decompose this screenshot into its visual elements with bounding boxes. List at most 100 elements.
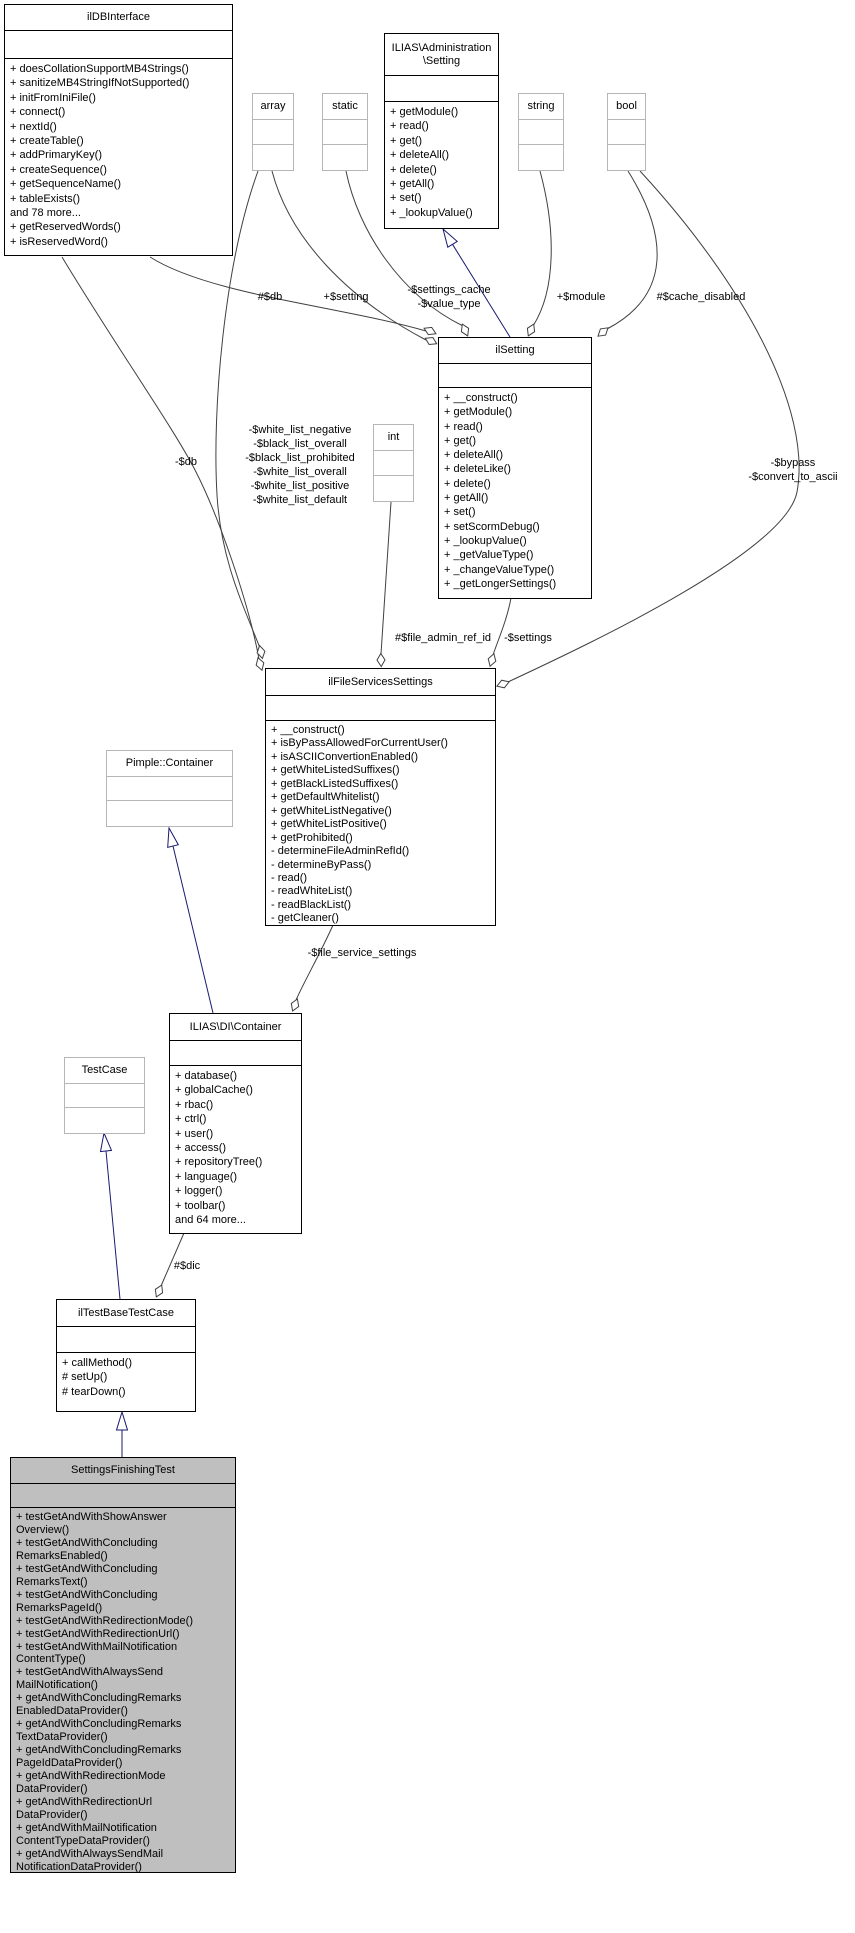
- method-row: + get(): [390, 134, 423, 147]
- method-row: - determineFileAdminRefId(): [271, 845, 410, 858]
- method-row: + toolbar(): [175, 1199, 226, 1212]
- class-box-ilDBInterface[interactable]: ilDBInterface+ doesCollationSupportMB4St…: [4, 4, 233, 256]
- edge-label-setting: +$setting: [323, 291, 369, 303]
- method-row: + testGetAndWithAlwaysSend MailNotificat…: [16, 1666, 164, 1692]
- class-box-int[interactable]: int: [373, 424, 414, 502]
- class-box-ilSetting[interactable]: ilSetting+ __construct()+ getModule()+ r…: [438, 337, 592, 599]
- method-row: + deleteAll(): [444, 449, 504, 462]
- edge-label-dic: #$dic: [173, 1260, 201, 1272]
- edge-label-white-lists: -$white_list_negative -$black_list_overa…: [245, 424, 355, 506]
- class-box-static[interactable]: static: [322, 93, 368, 171]
- method-row: + createSequence(): [10, 163, 107, 176]
- method-row: + __construct(): [271, 724, 345, 736]
- method-row: - determineByPass(): [271, 858, 372, 871]
- edge-dic-to-testbase: [160, 1232, 185, 1287]
- aggregation-diamond: [376, 652, 386, 668]
- method-row: + access(): [175, 1142, 227, 1155]
- method-row: + read(): [444, 420, 483, 433]
- class-box-SettingsFinishingTest[interactable]: SettingsFinishingTest+ testGetAndWithSho…: [10, 1457, 236, 1873]
- method-row: + deleteAll(): [390, 149, 450, 162]
- method-row: + getWhiteListPositive(): [271, 818, 387, 831]
- edge-db-to-ilsetting: [149, 256, 427, 332]
- method-row: + testGetAndWithConcluding RemarksPageId…: [16, 1588, 158, 1614]
- edge-label-module: +$module: [556, 291, 606, 303]
- method-row: + deleteLike(): [444, 463, 511, 476]
- empty-compartment: [374, 451, 413, 476]
- method-row: + getModule(): [444, 406, 513, 419]
- edge-label-settings-cache: -$settings_cache -$value_type: [407, 284, 491, 310]
- methods-compartment: + callMethod()# setUp()# tearDown(): [57, 1353, 195, 1399]
- methods-compartment: + __construct()+ getModule()+ read()+ ge…: [439, 388, 591, 591]
- aggregation-diamond: [256, 644, 266, 660]
- methods-compartment: + database()+ globalCache()+ rbac()+ ctr…: [170, 1066, 301, 1227]
- inheritance-arrow: [442, 227, 459, 248]
- class-title: ilFileServicesSettings: [266, 669, 495, 696]
- method-row: + getAll(): [390, 178, 435, 191]
- aggregation-diamond: [154, 1284, 164, 1298]
- aggregation-diamond: [460, 323, 470, 337]
- edge-label-file-service-settings: -$file_service_settings: [307, 947, 417, 959]
- empty-compartment: [253, 120, 293, 145]
- inheritance-arrow: [167, 826, 180, 848]
- class-box-ILIAS_DI_Container[interactable]: ILIAS\DI\Container+ database()+ globalCa…: [169, 1013, 302, 1234]
- method-row: + language(): [175, 1170, 238, 1183]
- method-row: + isReservedWord(): [10, 235, 108, 248]
- class-title: TestCase: [65, 1058, 144, 1084]
- edge-fileservices-to-dicontainer: [295, 924, 334, 1001]
- aggregation-diamond: [496, 679, 510, 689]
- method-row: + getAndWithRedirectionMode DataProvider…: [16, 1770, 166, 1796]
- edge-label-db-fileservices: -$db: [174, 456, 198, 468]
- method-row: + testGetAndWithConcluding RemarksEnable…: [16, 1536, 158, 1562]
- method-row: + testGetAndWithRedirectionMode(): [16, 1614, 193, 1627]
- method-row: - readWhiteList(): [271, 885, 353, 898]
- method-row: + setScormDebug(): [444, 520, 540, 533]
- attributes-compartment: [439, 364, 591, 388]
- method-row: + callMethod(): [62, 1357, 133, 1369]
- method-row: + getModule(): [390, 106, 459, 118]
- class-title: string: [519, 94, 563, 120]
- method-row: + initFromIniFile(): [10, 91, 96, 104]
- method-row: + _getLongerSettings(): [444, 577, 557, 590]
- method-row: - readBlackList(): [271, 898, 352, 911]
- aggregation-diamond: [290, 998, 300, 1012]
- method-row: + _lookupValue(): [390, 206, 473, 219]
- aggregation-diamond: [255, 656, 265, 672]
- methods-compartment: + getModule() + read()+ get() + deleteAll(…: [385, 102, 498, 220]
- method-row: + rbac(): [175, 1098, 214, 1111]
- method-row: + _getValueType(): [444, 549, 534, 562]
- method-row: + database(): [175, 1070, 238, 1082]
- class-box-ILIAS_Administration_Setting[interactable]: ILIAS\Administration \Setting+ getModule…: [384, 33, 499, 229]
- method-row: + delete(): [444, 477, 491, 490]
- method-row: and 64 more...: [175, 1214, 246, 1227]
- attributes-compartment: [266, 696, 495, 721]
- method-row: + _lookupValue(): [444, 534, 527, 547]
- class-box-array[interactable]: array: [252, 93, 294, 171]
- method-row: + getReservedWords(): [10, 221, 121, 234]
- method-row: + testGetAndWithRedirectionUrl(): [16, 1627, 180, 1640]
- method-row: + get(): [444, 434, 477, 447]
- method-row: + getAll(): [444, 492, 489, 505]
- class-title: SettingsFinishingTest: [11, 1458, 235, 1484]
- class-box-Pimple_Container[interactable]: Pimple::Container: [106, 750, 233, 827]
- method-row: + getProhibited(): [271, 831, 353, 844]
- aggregation-diamond: [487, 652, 497, 668]
- method-row: + logger(): [175, 1185, 223, 1198]
- class-box-ilFileServicesSettings[interactable]: ilFileServicesSettings+ __construct()+ i…: [265, 668, 496, 926]
- attributes-compartment: [5, 31, 232, 59]
- edge-label-file-admin-ref-id: #$file_admin_ref_id: [394, 632, 492, 644]
- class-box-TestCase[interactable]: TestCase: [64, 1057, 145, 1134]
- class-box-ilTestBaseTestCase[interactable]: ilTestBaseTestCase+ callMethod()# setUp(…: [56, 1299, 196, 1412]
- class-title: int: [374, 425, 413, 451]
- method-row: + getWhiteListNegative(): [271, 804, 392, 817]
- method-row: + ctrl(): [175, 1113, 207, 1126]
- attributes-compartment: [385, 76, 498, 102]
- class-box-string[interactable]: string: [518, 93, 564, 171]
- class-box-bool[interactable]: bool: [607, 93, 646, 171]
- method-row: + connect(): [10, 106, 66, 119]
- edge-bypass-to-fileservices: [507, 170, 800, 683]
- inheritance-arrow: [99, 1131, 113, 1153]
- edge-db-to-fileservices: [61, 256, 260, 660]
- method-row: + read(): [390, 120, 429, 133]
